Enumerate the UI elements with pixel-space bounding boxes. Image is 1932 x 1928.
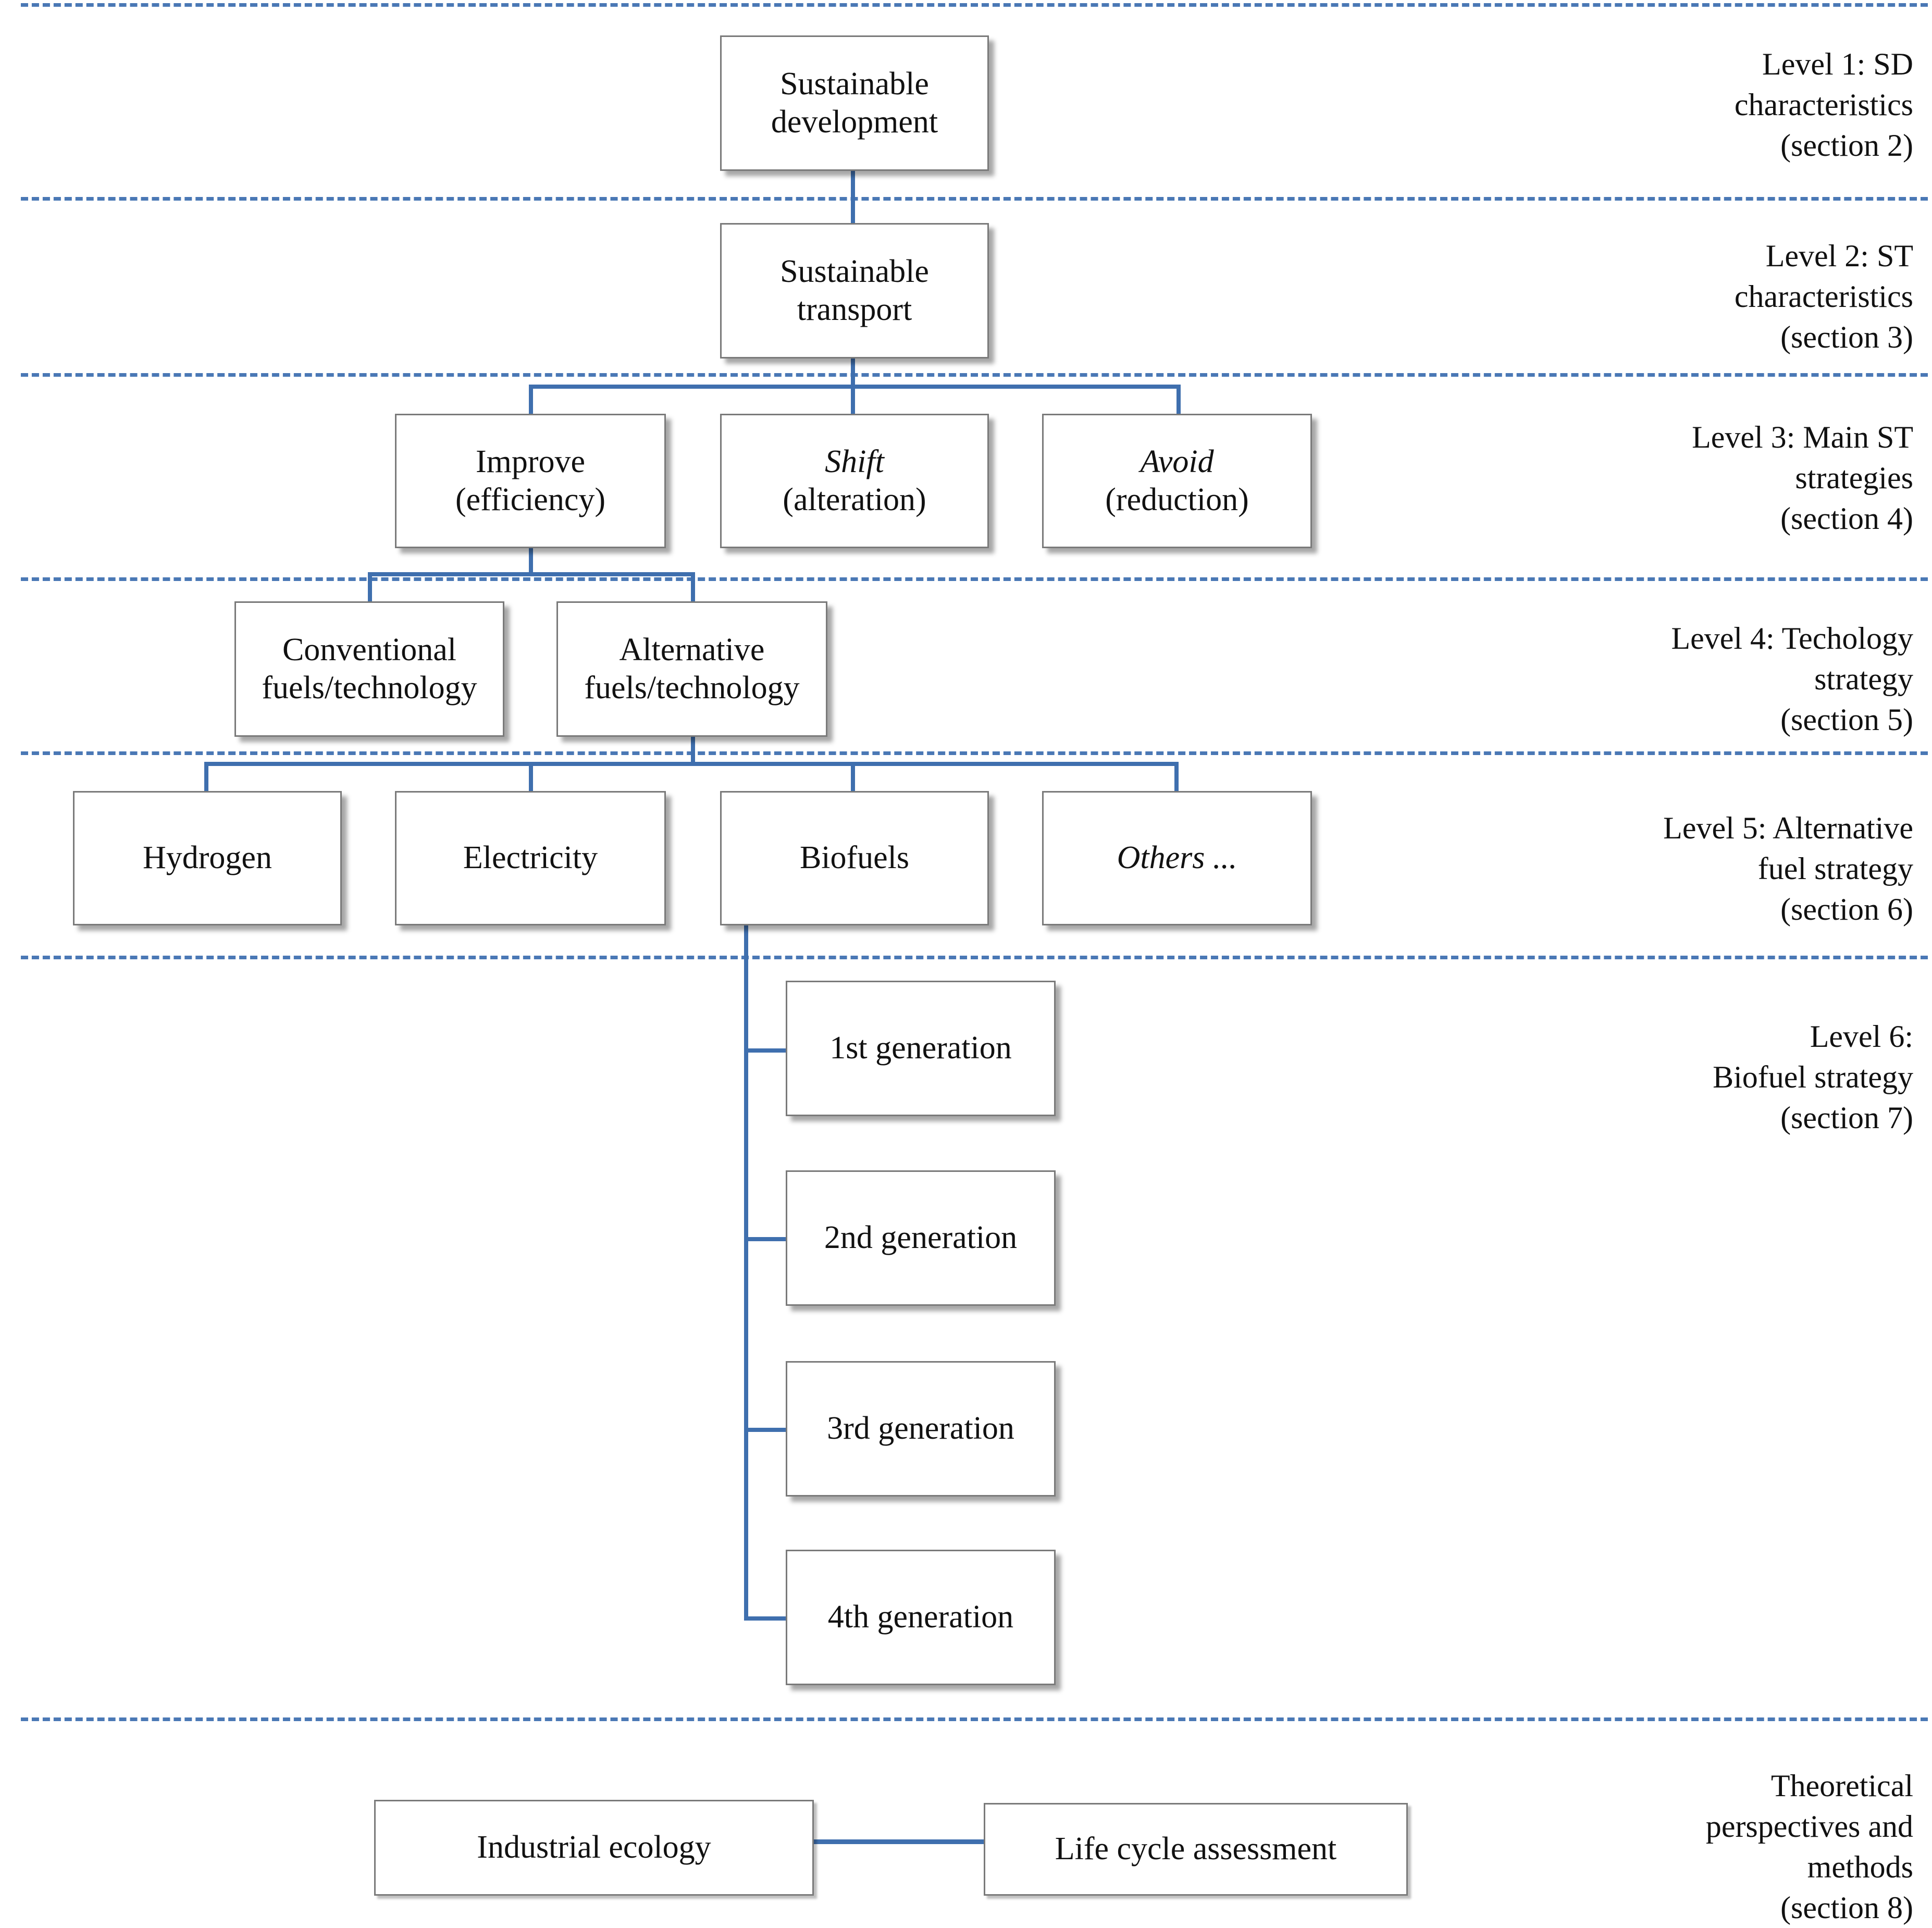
- node-hydrogen: Hydrogen: [73, 791, 342, 925]
- level-label-6: Level 6: Biofuel strategy (section 7): [1713, 1019, 1913, 1135]
- node-label-line2: transport: [797, 292, 912, 327]
- connector-to-improve: [529, 385, 533, 414]
- node-label-line2: fuels/technology: [584, 670, 800, 706]
- connector-ie-lca: [814, 1839, 994, 1844]
- level-label-5: Level 5: Alternative fuel strategy (sect…: [1663, 811, 1913, 926]
- node-label: 4th generation: [827, 1599, 1014, 1635]
- node-label-line1: Sustainable: [780, 253, 929, 289]
- node-label-line1: Shift: [825, 443, 884, 479]
- node-avoid: Avoid(reduction): [1042, 414, 1312, 548]
- node-label: Others ...: [1117, 840, 1237, 876]
- connector-to-avoid: [1176, 385, 1181, 414]
- connector-level5-bar: [204, 762, 1179, 766]
- node-label-line1: Conventional: [282, 632, 457, 668]
- divider-3-4: [21, 577, 1928, 581]
- level-label-1: Level 1: SD characteristics (section 2): [1734, 47, 1913, 163]
- connector-biofuels-spine: [744, 925, 748, 1618]
- node-label: Hydrogen: [143, 840, 272, 876]
- divider-6-theory: [21, 1717, 1928, 1721]
- level-label-3: Level 3: Main ST strategies (section 4): [1692, 420, 1913, 536]
- connector-to-gen2: [744, 1237, 786, 1241]
- level-label-theory: Theoretical perspectives and methods (se…: [1705, 1769, 1913, 1925]
- connector-to-hydrogen: [204, 762, 208, 791]
- node-shift: Shift(alteration): [720, 414, 989, 548]
- node-label-line2: development: [771, 104, 938, 140]
- node-electricity: Electricity: [395, 791, 666, 925]
- connector-to-biofuels: [851, 762, 855, 791]
- node-gen2: 2nd generation: [786, 1170, 1056, 1306]
- node-label-line2: (efficiency): [455, 482, 605, 517]
- connector-to-gen1: [744, 1048, 786, 1053]
- connector-improve-down: [529, 548, 533, 574]
- node-label-line1: Improve: [475, 443, 586, 479]
- level-label-4: Level 4: Techology strategy (section 5): [1671, 621, 1913, 737]
- node-label-line1: Sustainable: [780, 66, 929, 102]
- node-label: Life cycle assessment: [1055, 1831, 1337, 1867]
- node-gen4: 4th generation: [786, 1550, 1056, 1685]
- connector-level4-bar: [368, 572, 695, 576]
- connector-to-others: [1174, 762, 1179, 791]
- node-others: Others ...: [1042, 791, 1312, 925]
- node-label: 3rd generation: [827, 1411, 1014, 1447]
- connector-to-shift: [851, 385, 855, 414]
- node-label-line2: (alteration): [783, 482, 926, 517]
- connector-to-alternative: [691, 572, 695, 601]
- node-label-line2: (reduction): [1105, 482, 1249, 517]
- connector-st-down: [851, 359, 855, 387]
- connector-sd-st: [851, 171, 855, 223]
- connector-to-gen3: [744, 1428, 786, 1432]
- divider-5-6: [21, 956, 1928, 959]
- node-label: 2nd generation: [824, 1220, 1018, 1256]
- node-life-cycle-assessment: Life cycle assessment: [984, 1803, 1408, 1896]
- node-industrial-ecology: Industrial ecology: [374, 1800, 814, 1896]
- level-label-2: Level 2: ST characteristics (section 3): [1734, 239, 1913, 354]
- connector-alternative-down: [691, 737, 695, 765]
- divider-4-5: [21, 751, 1928, 755]
- divider-2-3: [21, 373, 1928, 377]
- connector-to-gen4: [744, 1616, 786, 1621]
- node-biofuels: Biofuels: [720, 791, 989, 925]
- node-label: 1st generation: [829, 1030, 1012, 1066]
- node-gen1: 1st generation: [786, 981, 1056, 1116]
- divider-1-2: [21, 197, 1928, 201]
- node-label: Biofuels: [799, 840, 910, 876]
- node-gen3: 3rd generation: [786, 1361, 1056, 1497]
- connector-to-electricity: [529, 762, 533, 791]
- node-label: Industrial ecology: [477, 1830, 711, 1865]
- node-label: Electricity: [463, 840, 598, 876]
- divider-top: [21, 3, 1928, 7]
- node-label-line2: fuels/technology: [262, 670, 477, 706]
- node-improve: Improve(efficiency): [395, 414, 666, 548]
- connector-to-conventional: [368, 572, 372, 601]
- node-label-line1: Alternative: [619, 632, 765, 668]
- node-label-line1: Avoid: [1140, 443, 1214, 479]
